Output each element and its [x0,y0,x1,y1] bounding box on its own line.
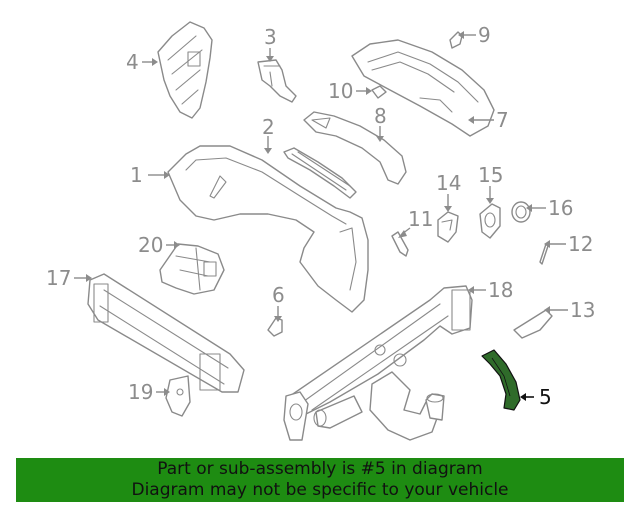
part-10-clip [371,85,387,99]
callout-8: 8 [374,104,387,128]
callout-17: 17 [46,266,71,290]
callout-7: 7 [496,108,509,132]
callout-6: 6 [272,283,285,307]
callout-2: 2 [262,115,275,139]
callout-20: 20 [138,233,163,257]
callout-11: 11 [408,207,433,231]
part-16-ring [511,201,531,223]
callout-19: 19 [128,380,153,404]
callout-4: 4 [126,50,139,74]
callout-13: 13 [570,298,595,322]
part-15-cover [479,203,501,239]
callout-3: 3 [264,25,277,49]
part-6-bracket [267,317,283,337]
part-7-diffuser [351,39,495,137]
part-20-bracket [159,243,225,295]
callout-16: 16 [548,196,573,220]
part-1-bumper-cover [167,145,369,313]
parts-diagram: 1 2 3 4 5 6 7 8 9 10 11 12 13 14 15 16 1… [46,21,595,441]
callout-labels: 1 2 3 4 5 6 7 8 9 10 11 12 13 14 15 16 1… [46,23,595,409]
callout-1: 1 [130,163,143,187]
info-banner: Part or sub-assembly is #5 in diagram Di… [16,458,624,502]
part-18-tow-hitch [283,285,473,441]
part-2-grille [283,147,357,199]
part-3-bracket [257,59,297,103]
part-19-plate [165,375,191,417]
leader-lines [74,31,568,401]
callout-5: 5 [539,385,552,409]
callout-14: 14 [436,171,461,195]
callout-9: 9 [478,23,491,47]
banner-line-2: Diagram may not be specific to your vehi… [131,480,509,500]
callout-12: 12 [568,232,593,256]
part-5-arc-bracket [481,349,521,411]
part-17-impact-bar [87,273,245,393]
callout-15: 15 [478,163,503,187]
part-14-clip [437,211,459,243]
part-11-strip [391,231,409,257]
callout-10: 10 [328,79,353,103]
part-4-bracket [157,21,213,119]
part-9-clip [449,31,463,49]
part-13-bracket [513,309,553,339]
part-12-rod [539,243,549,265]
banner-line-1: Part or sub-assembly is #5 in diagram [157,459,483,479]
callout-18: 18 [488,278,513,302]
part-8-trim [303,111,407,185]
